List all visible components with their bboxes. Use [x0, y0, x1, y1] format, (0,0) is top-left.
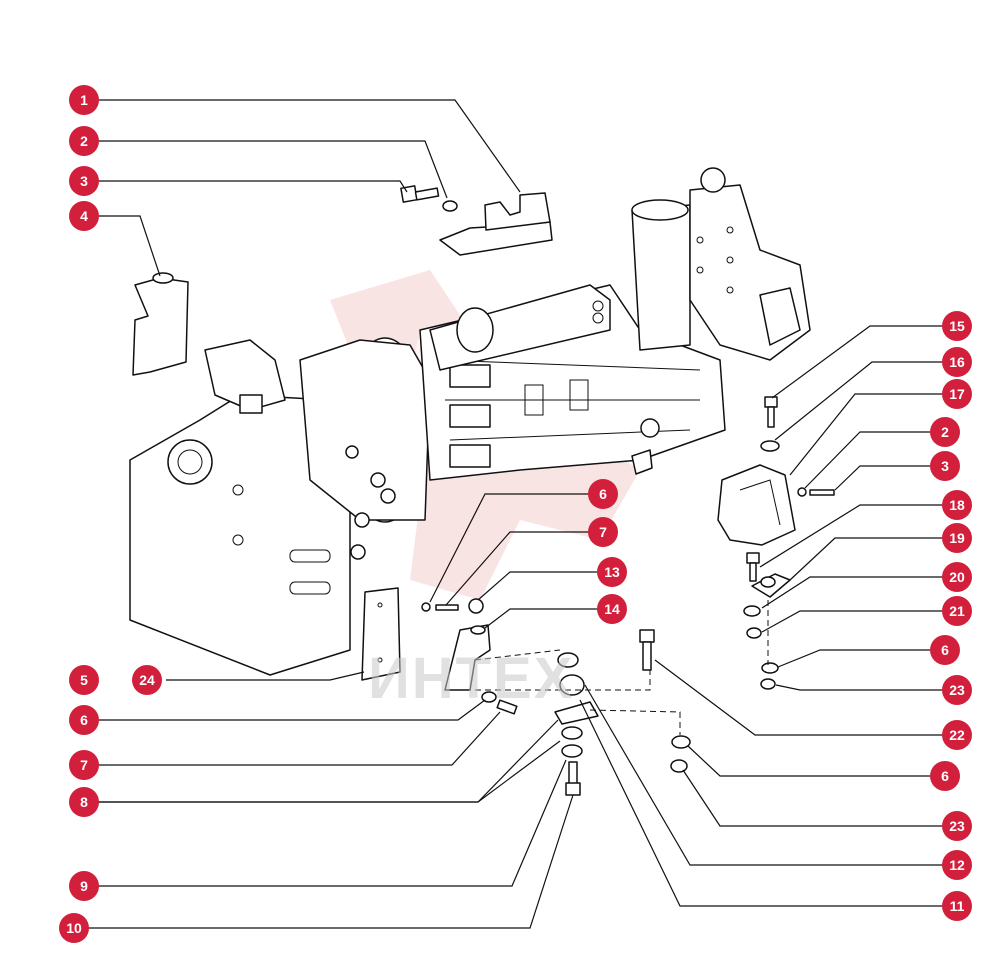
- callout-label: 5: [80, 672, 88, 688]
- part-plate-5: [361, 587, 401, 681]
- part-washer-nut-6-23-lower: [670, 735, 691, 773]
- callout-19: 19: [942, 523, 972, 553]
- callout-2-right: 2: [930, 417, 960, 447]
- callout-23-right: 23: [942, 675, 972, 705]
- callout-6-left: 6: [69, 705, 99, 735]
- callout-1: 1: [69, 85, 99, 115]
- callout-label: 12: [949, 857, 965, 873]
- callout-4: 4: [69, 201, 99, 231]
- callout-2: 2: [69, 126, 99, 156]
- callout-label: 19: [949, 530, 965, 546]
- callout-22: 22: [942, 720, 972, 750]
- callout-21: 21: [942, 596, 972, 626]
- gearbox-housing: [129, 167, 811, 676]
- callout-label: 7: [599, 524, 607, 540]
- callout-label: 6: [941, 642, 949, 658]
- callout-label: 9: [80, 878, 88, 894]
- part-bolt-22: [639, 629, 655, 671]
- callout-label: 6: [599, 486, 607, 502]
- callout-badges: 1 2 3 4 5 24 6 7 8 9 10 6 7 13 14 15 16 …: [59, 85, 972, 943]
- callout-label: 4: [80, 208, 88, 224]
- part-bolt-3: [400, 185, 440, 203]
- callout-3-right: 3: [930, 451, 960, 481]
- callout-6-right: 6: [930, 635, 960, 665]
- part-bolt-2-3-right: [797, 487, 835, 497]
- callout-20: 20: [942, 562, 972, 592]
- callout-label: 13: [604, 564, 620, 580]
- callout-15: 15: [942, 311, 972, 341]
- part-mount-stack-left: [481, 652, 599, 796]
- callout-24: 24: [132, 665, 162, 695]
- callout-label: 10: [66, 920, 82, 936]
- part-mount-stack-right: [743, 552, 791, 690]
- callout-label: 6: [80, 712, 88, 728]
- callout-label: 6: [941, 768, 949, 784]
- callout-label: 7: [80, 757, 88, 773]
- callout-10: 10: [59, 913, 89, 943]
- callout-16: 16: [942, 347, 972, 377]
- part-bracket-4: [132, 272, 189, 376]
- callout-11: 11: [942, 891, 972, 921]
- callout-label: 16: [949, 354, 965, 370]
- callout-label: 2: [941, 424, 949, 440]
- callout-7-left: 7: [69, 750, 99, 780]
- callout-14: 14: [597, 594, 627, 624]
- callout-label: 3: [941, 458, 949, 474]
- callout-label: 11: [950, 898, 965, 914]
- callout-label: 3: [80, 173, 88, 189]
- callout-6-mid: 6: [588, 479, 618, 509]
- callout-label: 15: [949, 318, 965, 334]
- callout-label: 22: [949, 727, 965, 743]
- callout-label: 24: [139, 672, 155, 688]
- callout-label: 2: [80, 133, 88, 149]
- callout-3: 3: [69, 166, 99, 196]
- callout-8: 8: [69, 787, 99, 817]
- callout-label: 17: [949, 386, 965, 402]
- part-washer-2: [442, 200, 458, 212]
- callout-label: 23: [949, 818, 965, 834]
- leader-lines: [74, 99, 957, 929]
- callout-13: 13: [597, 557, 627, 587]
- callout-label: 1: [80, 92, 88, 108]
- callout-6-lower: 6: [930, 761, 960, 791]
- callout-7-mid: 7: [588, 517, 618, 547]
- callout-label: 14: [604, 601, 620, 617]
- callout-label: 20: [949, 569, 965, 585]
- callout-12: 12: [942, 850, 972, 880]
- callout-17: 17: [942, 379, 972, 409]
- part-bracket-1: [439, 192, 553, 256]
- part-bolt-6-7-upper: [421, 598, 484, 614]
- callout-5: 5: [69, 665, 99, 695]
- callout-label: 23: [949, 682, 965, 698]
- callout-18: 18: [942, 490, 972, 520]
- callout-label: 8: [80, 794, 88, 810]
- callout-23-lower: 23: [942, 811, 972, 841]
- callout-9: 9: [69, 871, 99, 901]
- watermark-text: ИНТЕХ: [368, 646, 574, 711]
- callout-label: 21: [949, 603, 965, 619]
- part-bolt-15-washer-16: [760, 396, 780, 452]
- part-bracket-17: [717, 464, 796, 546]
- callout-label: 18: [949, 497, 965, 513]
- assembly-guide-lines: [445, 600, 769, 735]
